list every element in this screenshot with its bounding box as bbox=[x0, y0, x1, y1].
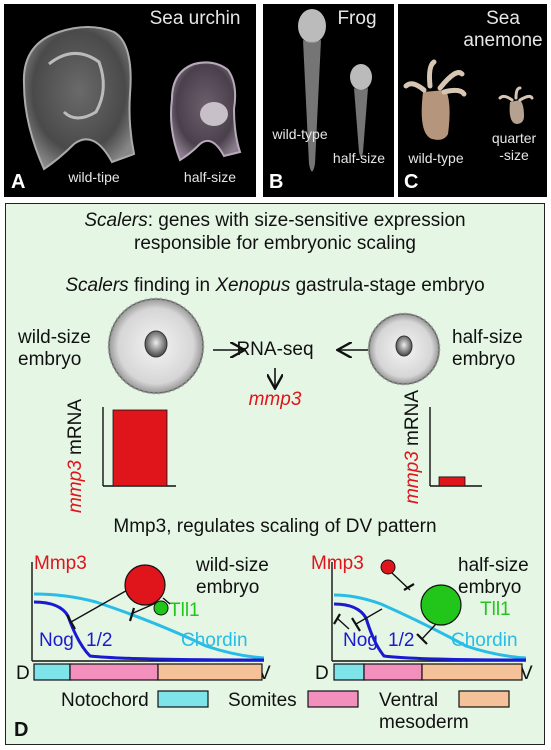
legend-ventral-label-line2: mesoderm bbox=[379, 712, 469, 733]
half-mmp3-chart bbox=[429, 407, 482, 487]
scalers-word: Scalers bbox=[84, 210, 148, 231]
left-ventral-segment bbox=[157, 663, 263, 681]
panel-b-letter: B bbox=[269, 171, 284, 193]
right-dv-diagram bbox=[331, 559, 527, 681]
right-noggin-curve bbox=[333, 602, 527, 662]
finding-end: gastrula-stage embryo bbox=[290, 275, 485, 296]
half-size-embryo bbox=[367, 312, 441, 386]
left-chordin-curve bbox=[33, 592, 265, 660]
gene-name-mmp3: mmp3 bbox=[248, 389, 302, 410]
panel-d: Scalers: genes with size-sensitive expre… bbox=[5, 203, 545, 745]
panel-b-title: Frog bbox=[337, 8, 377, 29]
panel-c-title-line2: anemone bbox=[463, 30, 543, 51]
half-embryo-label-line2: embryo bbox=[452, 349, 516, 370]
finding-xenopus: Xenopus bbox=[215, 275, 291, 296]
legend-ventral-swatch bbox=[458, 690, 510, 708]
wild-mmp3-chart bbox=[102, 407, 176, 487]
right-v-label: V bbox=[520, 663, 533, 684]
panel-a-title: Sea urchin bbox=[149, 8, 241, 29]
panel-d-letter: D bbox=[14, 719, 29, 741]
right-mmp3-circle bbox=[380, 559, 396, 575]
right-embryo-label-line1: half-size bbox=[458, 555, 529, 576]
right-embryo-label-line2: embryo bbox=[458, 577, 522, 598]
half-size-tadpole-head bbox=[350, 64, 372, 90]
left-tll1-circle bbox=[153, 600, 169, 616]
scalers-definition-line2: responsible for embryonic scaling bbox=[134, 233, 416, 254]
wild-size-embryo bbox=[107, 297, 205, 395]
right-notochord-segment bbox=[333, 663, 365, 681]
wild-type-polyp bbox=[421, 90, 450, 140]
wild-type-larva bbox=[22, 26, 136, 171]
panel-a-right-label: half-size bbox=[183, 169, 237, 185]
scalers-finding-heading: Scalers finding in Xenopus gastrula-stag… bbox=[6, 275, 544, 297]
half-mmp3-bar bbox=[438, 476, 466, 487]
finding-scalers-word: Scalers bbox=[65, 275, 129, 296]
left-half-label: 1/2 bbox=[86, 630, 113, 651]
left-noggin-curve bbox=[33, 600, 265, 662]
left-somites-segment bbox=[69, 663, 159, 681]
left-chordin-label: Chordin bbox=[181, 630, 248, 651]
right-chordin-curve bbox=[333, 593, 527, 660]
regulation-title: Mmp3, regulates scaling of DV pattern bbox=[113, 516, 437, 537]
right-ventral-segment bbox=[421, 663, 523, 681]
panel-a-left-label: wild-tipe bbox=[68, 169, 120, 185]
left-embryo-label-line2: embryo bbox=[196, 577, 260, 598]
legend-notochord-label: Notochord bbox=[61, 690, 149, 711]
left-mmp3-circle bbox=[124, 564, 166, 606]
left-dv-diagram bbox=[31, 562, 265, 681]
left-d-label: D bbox=[16, 663, 30, 684]
legend-ventral-label-line1: Ventral bbox=[379, 690, 439, 711]
right-half-label: 1/2 bbox=[388, 630, 415, 651]
panel-c-right-label-line2: -size bbox=[499, 147, 529, 163]
quarter-size-polyp bbox=[509, 100, 524, 124]
wild-mmp3-bar bbox=[112, 409, 168, 487]
legend-somites-label: Somites bbox=[228, 690, 297, 711]
frog-tadpole-images bbox=[298, 9, 372, 172]
definition-rest: : genes with size-sensitive expression bbox=[147, 210, 466, 231]
right-somites-segment bbox=[363, 663, 423, 681]
left-notochord-segment bbox=[33, 663, 71, 681]
panel-c-letter: C bbox=[404, 171, 419, 193]
scalers-definition-line1: Scalers: genes with size-sensitive expre… bbox=[6, 210, 544, 232]
half-embryo-label-line1: half-size bbox=[452, 327, 523, 348]
panel-a: Sea urchin wild-tipe half-size A bbox=[4, 4, 256, 197]
wild-embryo-label-line1: wild-size bbox=[18, 327, 91, 348]
wild-embryo-label-line2: embryo bbox=[18, 349, 82, 370]
sea-anemone-images bbox=[403, 59, 534, 140]
sea-urchin-images bbox=[22, 26, 242, 171]
panel-a-letter: A bbox=[11, 171, 26, 193]
panel-c-right-label-line1: quarter bbox=[491, 130, 537, 146]
right-tll1-label: Tll1 bbox=[480, 599, 511, 620]
legend-notochord-swatch bbox=[157, 690, 209, 708]
panel-b-left-label: wild-type bbox=[272, 126, 328, 142]
panel-d-graphics bbox=[31, 297, 527, 708]
panel-c: Sea anemone wild-type quarter -size C bbox=[398, 4, 547, 197]
right-nog-label: Nog bbox=[343, 630, 378, 651]
panel-c-title-line1: Sea bbox=[486, 8, 520, 29]
rnaseq-label: RNA-seq bbox=[236, 339, 314, 360]
left-mmp3-label: Mmp3 bbox=[34, 553, 87, 574]
panel-b: Frog wild-type half-size B bbox=[263, 4, 394, 197]
panel-b-right-label: half-size bbox=[332, 150, 386, 166]
finding-mid: finding in bbox=[128, 275, 216, 296]
panel-c-left-label: wild-type bbox=[408, 150, 464, 166]
left-nog-label: Nog bbox=[39, 630, 74, 651]
left-embryo-label-line1: wild-size bbox=[196, 555, 269, 576]
right-tll1-circle bbox=[420, 584, 462, 626]
right-d-label: D bbox=[315, 663, 329, 684]
wild-type-tadpole-head bbox=[298, 9, 326, 43]
left-tll1-label: Tll1 bbox=[169, 600, 200, 621]
right-mmp3-label: Mmp3 bbox=[311, 553, 364, 574]
legend-somites-swatch bbox=[307, 690, 359, 708]
